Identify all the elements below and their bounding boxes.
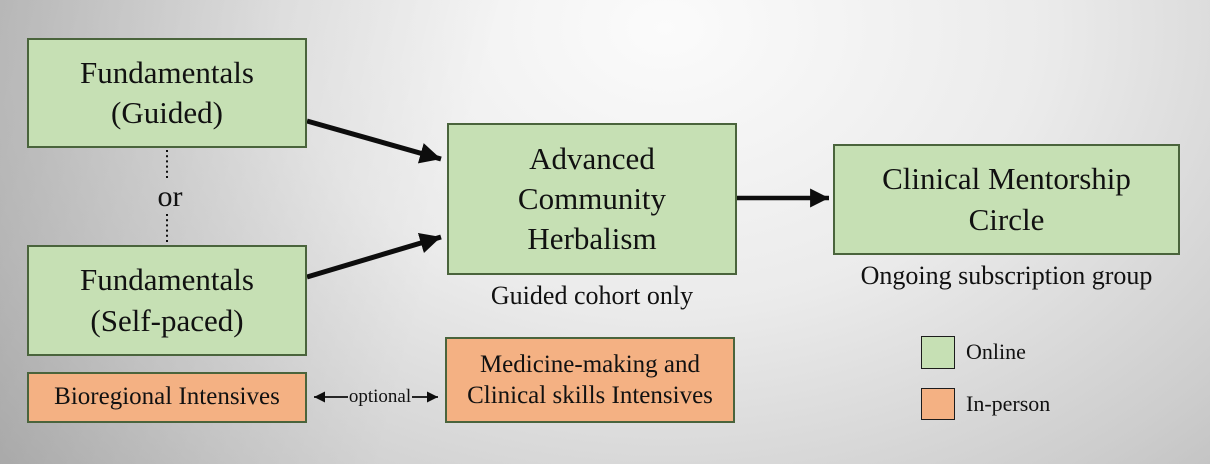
legend-in-person-swatch <box>921 388 955 420</box>
legend-online-swatch <box>921 336 955 369</box>
node-medicine-clinical-intensives[interactable]: Medicine-making and Clinical skills Inte… <box>445 337 735 423</box>
node-bioregional-intensives[interactable]: Bioregional Intensives <box>27 372 307 423</box>
optional-label: optional <box>348 386 412 407</box>
node-clinical-mentorship-circle[interactable]: Clinical Mentorship Circle <box>833 144 1180 255</box>
legend-in-person-label: In-person <box>966 391 1051 416</box>
legend-online-label: Online <box>966 339 1026 364</box>
node-fundamentals-self-paced[interactable]: Fundamentals (Self-paced) <box>27 245 307 356</box>
clinical-caption: Ongoing subscription group <box>860 261 1153 290</box>
or-label: or <box>157 180 183 213</box>
node-advanced-community-herbalism[interactable]: Advanced Community Herbalism <box>447 123 737 275</box>
node-fundamentals-guided[interactable]: Fundamentals (Guided) <box>27 38 307 148</box>
arrow-guided-to-advanced <box>306 118 442 164</box>
arrow-selfpaced-to-advanced <box>306 232 442 280</box>
advanced-caption: Guided cohort only <box>490 281 694 310</box>
